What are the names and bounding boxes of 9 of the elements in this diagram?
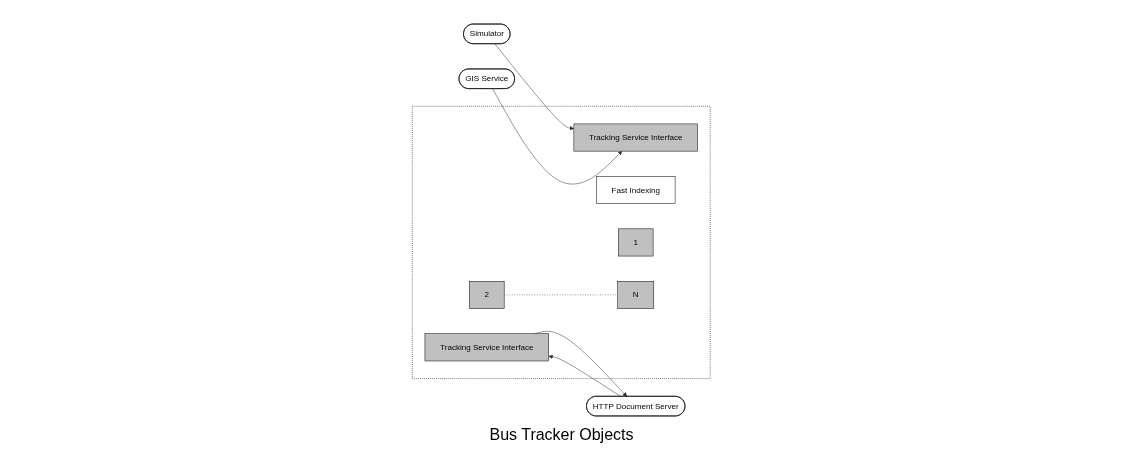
connector <box>504 294 619 295</box>
node-box: 1 <box>618 228 654 256</box>
node-box: Tracking Service Interface <box>573 123 699 151</box>
cluster <box>412 105 711 379</box>
node-box: N <box>617 280 655 309</box>
node-box: Fast Indexing <box>596 175 676 204</box>
node-box: Tracking Service Interface <box>424 333 550 361</box>
caption-text: Bus Tracker Objects <box>489 425 634 444</box>
node-box: 2 <box>469 280 505 309</box>
